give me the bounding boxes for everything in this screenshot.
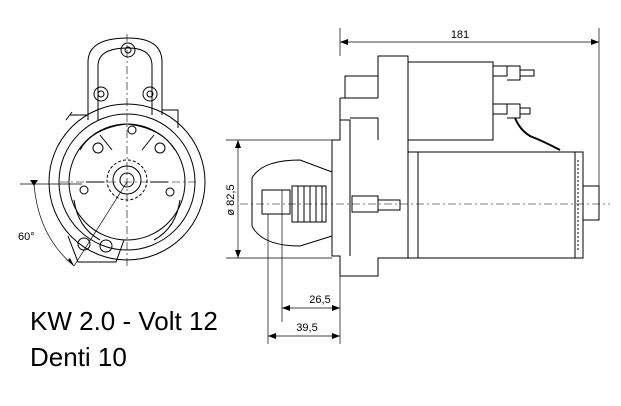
top-bolt-hole <box>120 42 136 58</box>
drive-end-flange <box>331 140 408 277</box>
mount-ear-outline <box>87 37 163 120</box>
nose-cone <box>251 159 333 247</box>
front-view <box>20 34 206 268</box>
lower-bolt-hole-right <box>99 239 113 253</box>
power-voltage-spec: KW 2.0 - Volt 12 <box>30 306 218 336</box>
teeth-count-spec: Denti 10 <box>30 342 127 372</box>
left-bolt-hole <box>93 86 109 102</box>
angle-label: 60° <box>18 231 35 243</box>
solenoid-body <box>377 55 494 141</box>
diameter-label: ø 82,5 <box>225 184 237 215</box>
terminal-wire <box>514 117 561 151</box>
right-bolt-hole <box>142 86 158 102</box>
offset-label: 26,5 <box>309 294 330 306</box>
dimension-lines <box>226 28 600 344</box>
nose-length-label: 39,5 <box>296 322 317 334</box>
side-view <box>240 55 610 277</box>
end-bearing-cap <box>582 185 600 221</box>
angle-arc <box>33 183 75 267</box>
motor-housing <box>407 140 576 259</box>
mount-ear-inner <box>97 47 153 120</box>
overall-length-label: 181 <box>451 29 469 41</box>
